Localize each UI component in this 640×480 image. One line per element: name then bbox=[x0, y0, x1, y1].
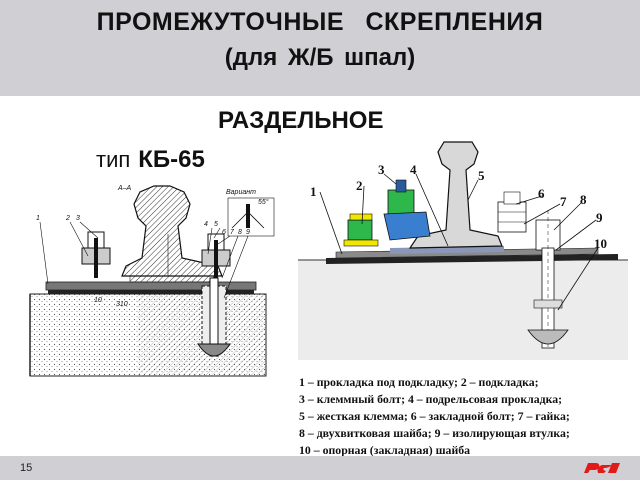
clamp-assembly-right bbox=[497, 191, 527, 233]
angle-label: 55° bbox=[258, 198, 269, 206]
page-title-line1: ПРОМЕЖУТОЧНЫЕ СКРЕПЛЕНИЯ bbox=[96, 8, 544, 36]
type-code: КБ-65 bbox=[138, 146, 205, 173]
callout-7: 7 bbox=[560, 194, 567, 209]
rzd-logo-icon bbox=[584, 463, 620, 473]
left-label-6: 6 bbox=[222, 229, 226, 236]
callout-2: 2 bbox=[356, 178, 363, 193]
footer-bar: 15 bbox=[0, 456, 640, 480]
clamp-assembly-left bbox=[343, 179, 431, 247]
type-prefix: тип bbox=[96, 147, 131, 172]
anchor-bolt bbox=[197, 277, 231, 357]
pad-under-plate bbox=[48, 290, 254, 294]
left-label-2: 2 bbox=[65, 215, 70, 222]
callout-5: 5 bbox=[478, 168, 485, 183]
terminal-bolt-left bbox=[81, 231, 111, 278]
callout-8: 8 bbox=[580, 192, 587, 207]
left-label-5: 5 bbox=[214, 221, 218, 228]
section-label: А–А bbox=[117, 185, 132, 192]
callout-9: 9 bbox=[596, 210, 603, 225]
callout-1: 1 bbox=[310, 184, 317, 199]
legend: 1 – прокладка под подкладку; 2 – подклад… bbox=[299, 374, 637, 459]
variant-inset bbox=[227, 197, 275, 237]
sleeper-block bbox=[298, 260, 628, 360]
legend-line: 8 – двухвитковая шайба; 9 – изолирующая … bbox=[299, 426, 570, 440]
left-technical-drawing: А–А Вариант 55° 1 2 3 4 5 6 7 8 9 10 310 bbox=[29, 185, 275, 377]
page-title-line2: (для Ж/Б шпал) bbox=[224, 44, 416, 71]
header-bar: ПРОМЕЖУТОЧНЫЕ СКРЕПЛЕНИЯ (для Ж/Б шпал) bbox=[0, 0, 640, 96]
subtitle: РАЗДЕЛЬНОЕ bbox=[218, 107, 384, 134]
anchor-bolt-assembly bbox=[527, 210, 569, 350]
rail-profile bbox=[408, 141, 503, 249]
callout-10: 10 bbox=[594, 236, 607, 251]
baseplate bbox=[335, 247, 599, 259]
left-label-8: 8 bbox=[238, 229, 242, 236]
dim-10: 10 bbox=[94, 297, 102, 304]
dim-310: 310 bbox=[116, 301, 128, 308]
sleeper-section bbox=[29, 293, 267, 377]
terminal-bolt-right bbox=[201, 233, 231, 282]
callout-6: 6 bbox=[538, 186, 545, 201]
page-number: 15 bbox=[20, 462, 33, 474]
left-label-7: 7 bbox=[230, 229, 235, 236]
legend-line: 1 – прокладка под подкладку; 2 – подклад… bbox=[299, 375, 539, 389]
variant-label: Вариант bbox=[226, 189, 256, 196]
rail-pad bbox=[129, 275, 215, 283]
legend-line: 10 – опорная (закладная) шайба bbox=[299, 443, 471, 457]
left-label-9: 9 bbox=[246, 229, 250, 236]
right-colored-drawing: 1 2 3 4 5 6 7 8 9 10 bbox=[298, 141, 628, 360]
left-label-4: 4 bbox=[204, 221, 208, 228]
fastening-type: тип КБ-65 bbox=[96, 146, 205, 174]
legend-line: 3 – клеммный болт; 4 – подрельсовая прок… bbox=[299, 392, 563, 406]
callout-leaders bbox=[319, 173, 599, 311]
legend-line: 5 – жесткая клемма; 6 – закладной болт; … bbox=[299, 409, 570, 423]
left-label-1: 1 bbox=[36, 215, 40, 222]
leader-lines bbox=[39, 221, 249, 299]
rail-profile bbox=[121, 185, 223, 277]
left-label-3: 3 bbox=[76, 215, 80, 222]
callout-4: 4 bbox=[410, 162, 417, 177]
callout-3: 3 bbox=[378, 162, 385, 177]
